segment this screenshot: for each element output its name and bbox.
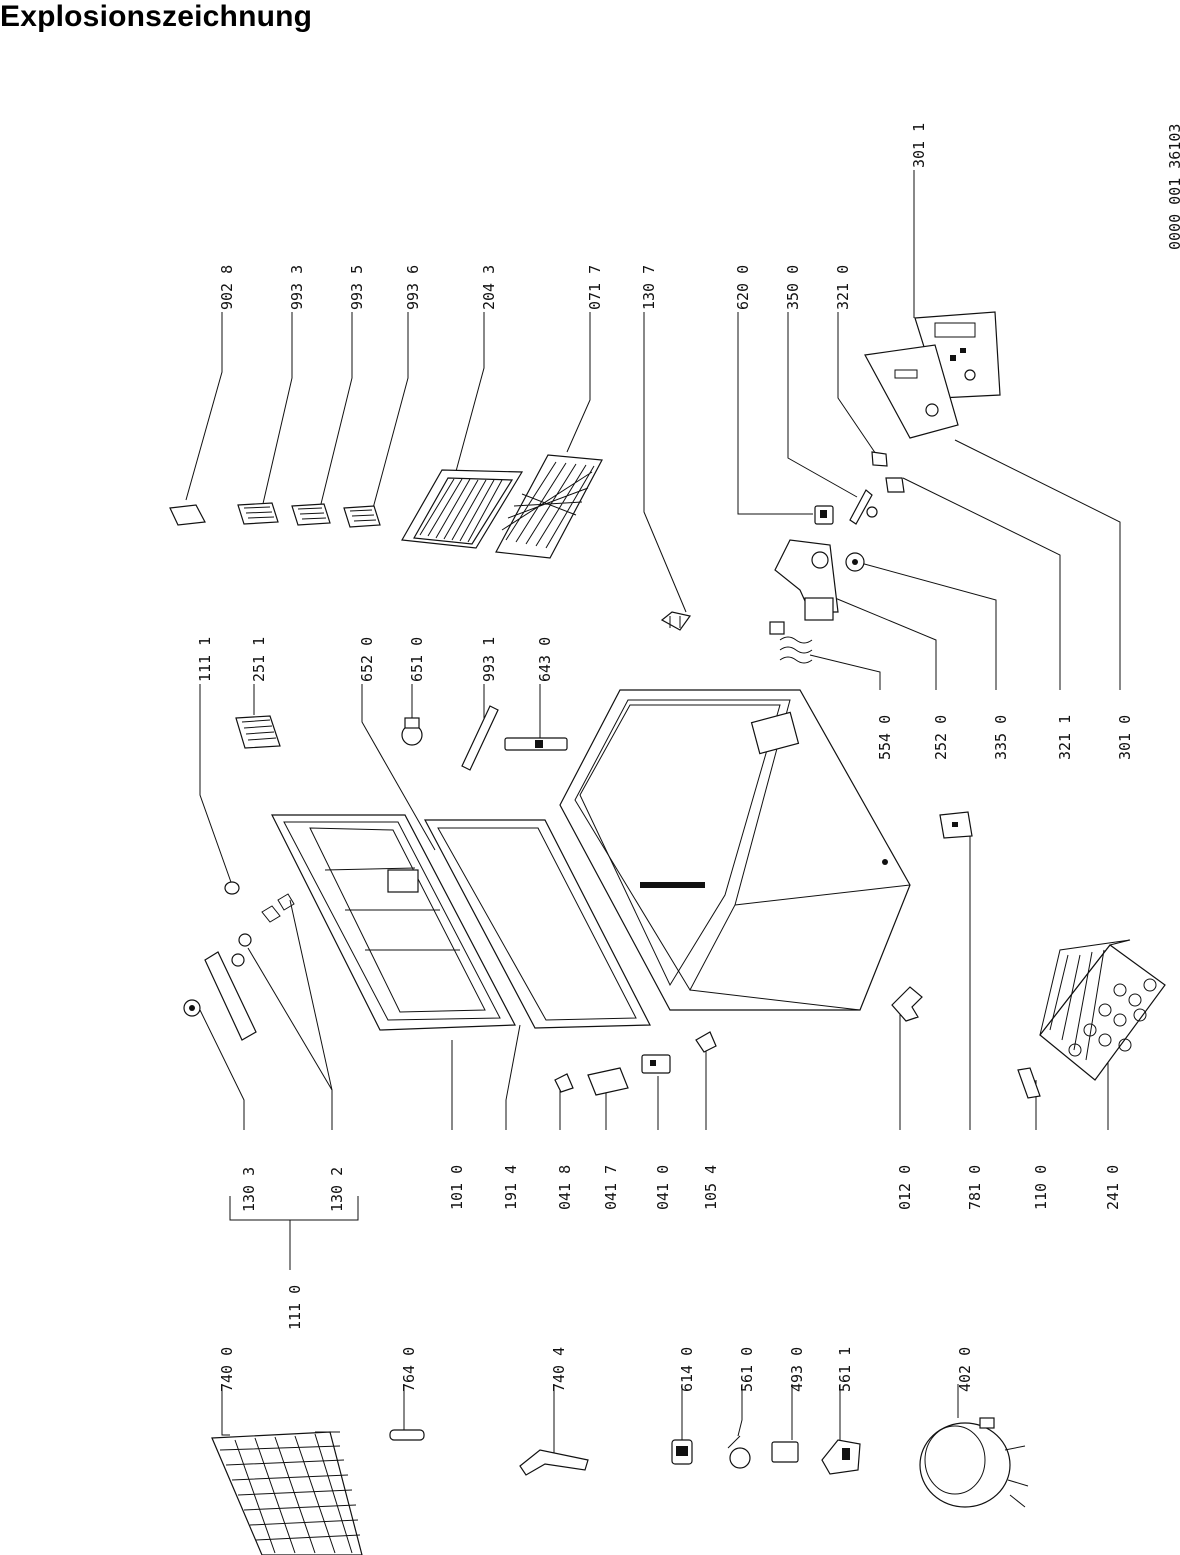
label-204-3: 204 3: [480, 265, 498, 310]
label-041-8: 041 8: [556, 1165, 574, 1210]
part-130-2: [238, 893, 295, 947]
label-993-1: 993 1: [480, 637, 498, 682]
label-111-1: 111 1: [196, 637, 214, 682]
label-561-1: 561 1: [836, 1347, 854, 1392]
label-321-0: 321 0: [834, 265, 852, 310]
part-111-1: [224, 881, 240, 895]
part-740-4: [519, 1449, 589, 1476]
part-041-8: [554, 1073, 574, 1093]
label-614-0: 614 0: [678, 1347, 696, 1392]
part-651-0: [401, 717, 423, 746]
part-110-0: [1017, 1067, 1041, 1099]
label-643-0: 643 0: [536, 637, 554, 682]
part-301-0: [864, 344, 959, 439]
part-993-3: [237, 502, 279, 525]
label-350-0: 350 0: [784, 265, 802, 310]
part-493-0: [771, 1441, 799, 1463]
label-740-0: 740 0: [218, 1347, 236, 1392]
part-lid-bracket: [204, 951, 257, 1041]
part-993-5: [291, 503, 331, 526]
part-993-1: [461, 705, 499, 771]
part-993-6: [343, 505, 381, 528]
label-993-6: 993 6: [404, 265, 422, 310]
label-071-7: 071 7: [586, 265, 604, 310]
part-012-0: [891, 986, 923, 1022]
label-652-0: 652 0: [358, 637, 376, 682]
label-012-0: 012 0: [896, 1165, 914, 1210]
part-781-0: [939, 811, 973, 839]
part-402-0: [919, 1417, 1029, 1508]
label-740-4: 740 4: [550, 1347, 568, 1392]
part-335-0: [845, 552, 865, 572]
part-561-0: [727, 1435, 751, 1469]
part-191-4: [424, 819, 651, 1029]
label-041-7: 041 7: [602, 1165, 620, 1210]
label-993-3: 993 3: [288, 265, 306, 310]
label-130-2: 130 2: [328, 1167, 346, 1212]
label-301-1: 301 1: [910, 123, 928, 168]
part-620-0: [814, 505, 834, 525]
part-071-7: [495, 454, 603, 559]
part-130-7: [660, 611, 692, 631]
part-041-7: [587, 1067, 629, 1096]
label-620-0: 620 0: [734, 265, 752, 310]
label-554-0: 554 0: [876, 715, 894, 760]
label-191-4: 191 4: [502, 1165, 520, 1210]
part-cabinet: [559, 689, 911, 1011]
part-204-3: [401, 469, 524, 549]
label-561-0: 561 0: [738, 1347, 756, 1392]
part-561-1: [821, 1439, 861, 1475]
part-105-4: [695, 1031, 717, 1053]
label-252-0: 252 0: [932, 715, 950, 760]
label-493-0: 493 0: [788, 1347, 806, 1392]
label-041-0: 041 0: [654, 1165, 672, 1210]
label-651-0: 651 0: [408, 637, 426, 682]
part-554-0: [769, 621, 813, 664]
label-251-1: 251 1: [250, 637, 268, 682]
part-740-0: [211, 1431, 363, 1555]
part-041-0: [641, 1054, 671, 1074]
label-110-0: 110 0: [1032, 1165, 1050, 1210]
label-902-8: 902 8: [218, 265, 236, 310]
part-321-0: [871, 451, 888, 467]
part-902-8: [169, 504, 206, 526]
part-252-0: [774, 539, 839, 621]
label-111-0: 111 0: [286, 1285, 304, 1330]
part-321-1: [885, 477, 905, 493]
part-350-0: [849, 489, 878, 525]
part-130-3: [183, 999, 201, 1017]
part-614-0: [671, 1439, 693, 1465]
part-643-0: [504, 737, 568, 751]
label-402-0: 402 0: [956, 1347, 974, 1392]
label-101-0: 101 0: [448, 1165, 466, 1210]
label-241-0: 241 0: [1104, 1165, 1122, 1210]
label-764-0: 764 0: [400, 1347, 418, 1392]
label-993-5: 993 5: [348, 265, 366, 310]
part-101-0: [271, 814, 516, 1031]
label-130-7: 130 7: [640, 265, 658, 310]
document-number: 0000 001 36103: [1166, 124, 1180, 250]
part-241-0: [1039, 939, 1166, 1081]
label-301-0: 301 0: [1116, 715, 1134, 760]
label-781-0: 781 0: [966, 1165, 984, 1210]
label-321-1: 321 1: [1056, 715, 1074, 760]
label-130-3: 130 3: [240, 1167, 258, 1212]
page-title: Explosionszeichnung: [0, 0, 313, 33]
label-335-0: 335 0: [992, 715, 1010, 760]
part-764-0: [389, 1429, 425, 1441]
part-251-1: [235, 715, 281, 749]
label-105-4: 105 4: [702, 1165, 720, 1210]
